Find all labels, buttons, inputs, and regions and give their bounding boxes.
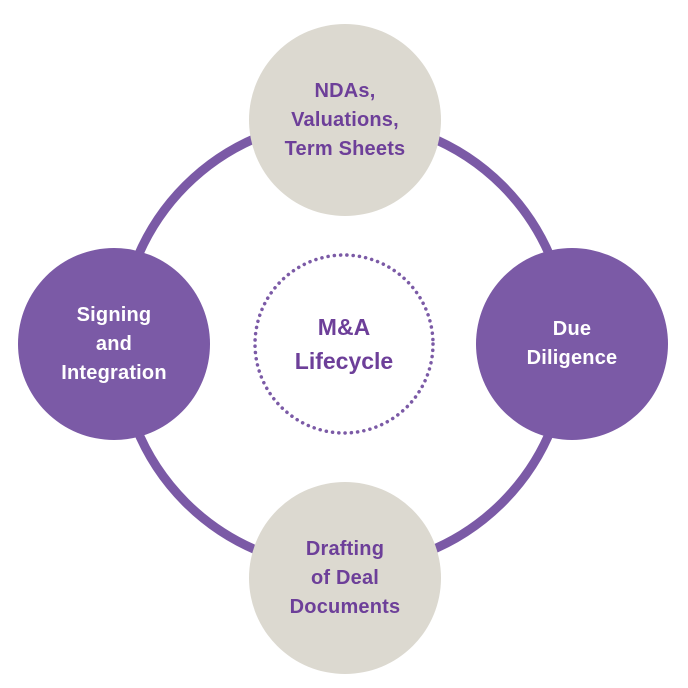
node-label: NDAs, Valuations, Term Sheets [284, 79, 406, 160]
node-ndas-valuations-term-sheets: NDAs, Valuations, Term Sheets [249, 24, 441, 216]
node-label: Drafting of Deal Documents [289, 537, 401, 618]
center-dotted-circle [253, 253, 435, 435]
center-title: M&A Lifecycle [294, 313, 394, 375]
node-label: Signing and Integration [61, 303, 167, 384]
node-label: Due Diligence [526, 318, 618, 369]
node-due-diligence: Due Diligence [476, 248, 668, 440]
node-drafting-of-deal-documents: Drafting of Deal Documents [249, 482, 441, 674]
node-signing-and-integration: Signing and Integration [18, 248, 210, 440]
